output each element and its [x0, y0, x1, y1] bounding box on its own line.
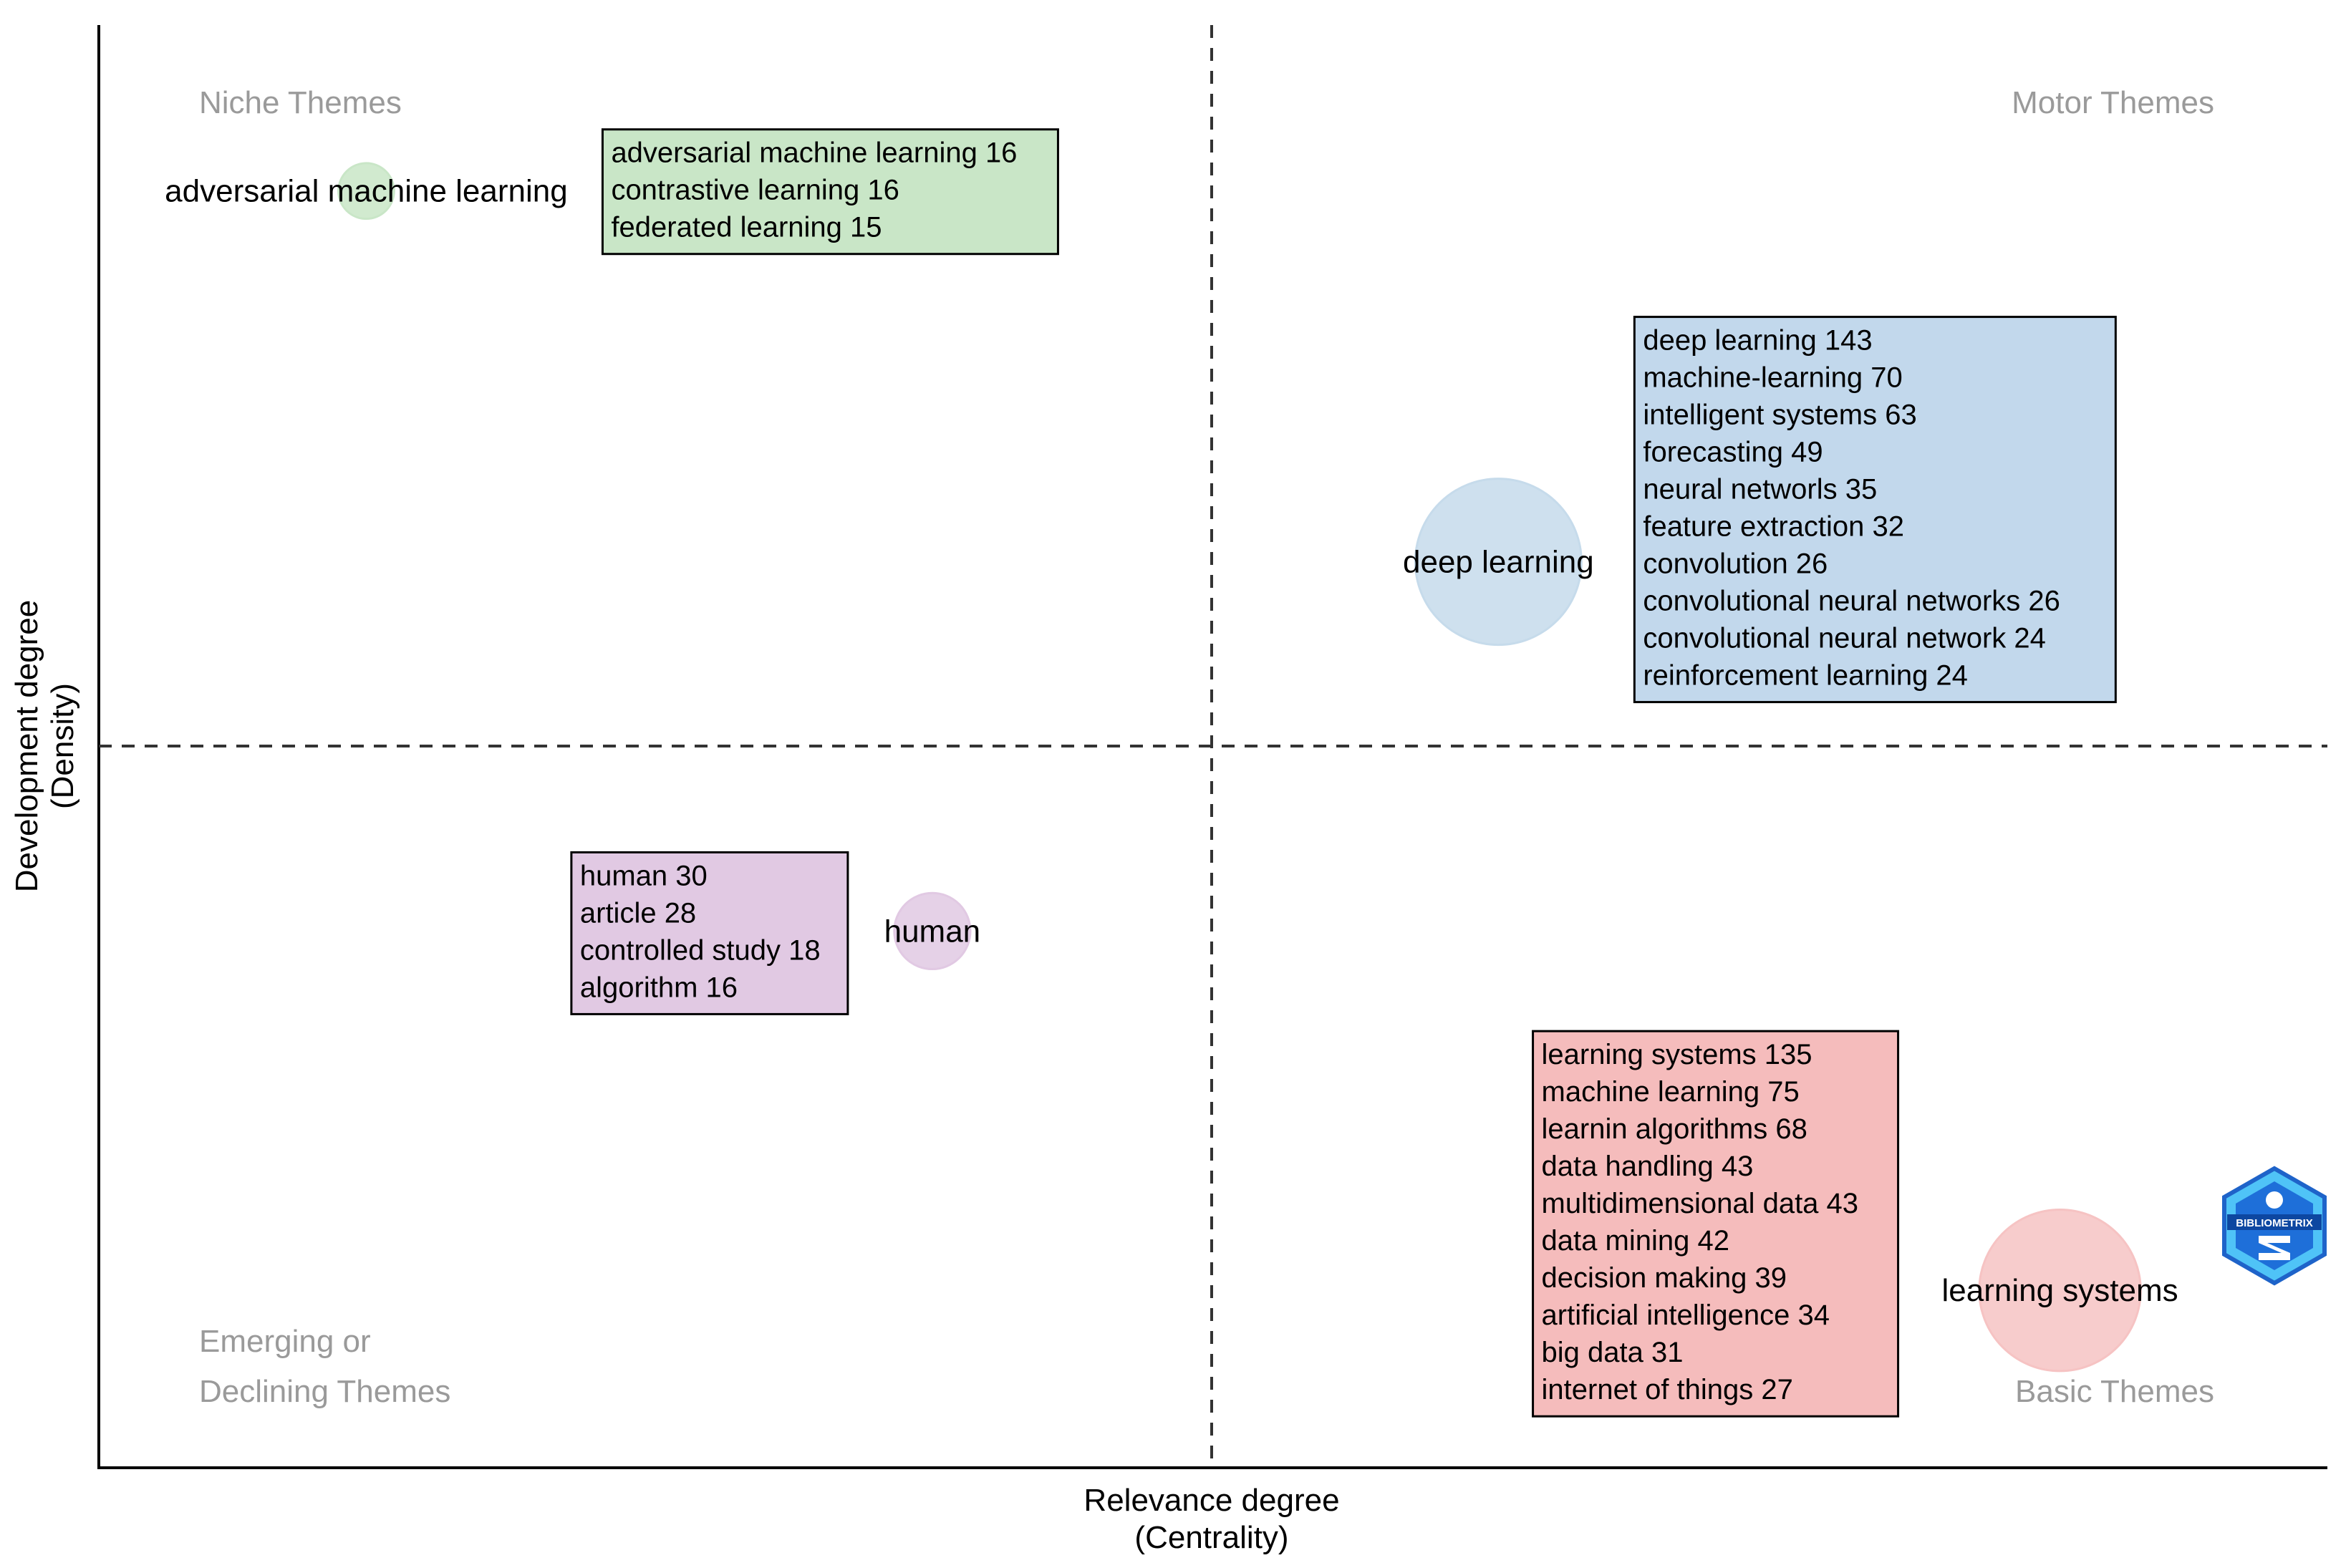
- cluster-word-item: deep learning 143: [1643, 325, 1872, 357]
- cluster-word-item: learning systems 135: [1542, 1039, 1812, 1070]
- cluster-word-item: convolution 26: [1643, 548, 1828, 580]
- cluster-word-item: decision making 39: [1542, 1262, 1787, 1294]
- cluster-bubble: [337, 162, 395, 221]
- cluster-word-item: convolutional neural network 24: [1643, 623, 2046, 654]
- cluster-label: human: [884, 914, 981, 949]
- cluster-word-item: machine-learning 70: [1643, 362, 1902, 394]
- cluster-word-item: internet of things 27: [1542, 1374, 1793, 1405]
- cluster-word-item: human 30: [580, 860, 708, 891]
- logo-banner: [2227, 1214, 2322, 1230]
- quadrant-label-emerging-line2: Declining Themes: [199, 1374, 450, 1409]
- cluster-bubble: [893, 891, 972, 971]
- cluster-word-item: artificial intelligence 34: [1542, 1300, 1830, 1331]
- cluster-label: adversarial machine learning: [165, 174, 568, 209]
- bibliometrix-logo: BIBLIOMETRIX: [2222, 1166, 2327, 1286]
- cluster-word-item: controlled study 18: [580, 934, 821, 966]
- cluster-word-item: learnin algorithms 68: [1542, 1113, 1807, 1145]
- quadrant-label-emerging-line1: Emerging or: [199, 1324, 371, 1359]
- cluster-word-item: data mining 42: [1542, 1225, 1729, 1257]
- cluster-word-item: convolutional neural networks 26: [1643, 586, 2060, 617]
- cluster-word-item: forecasting 49: [1643, 437, 1823, 468]
- cluster-word-item: data handling 43: [1542, 1151, 1754, 1182]
- x-axis-title-line1: Relevance degree: [1083, 1483, 1339, 1518]
- cluster-word-box: [570, 851, 849, 1015]
- cluster-word-item: big data 31: [1542, 1337, 1684, 1368]
- y-axis-title-line1: Development degree: [9, 600, 44, 892]
- cluster-word-item: contrastive learning 16: [611, 175, 899, 206]
- cluster-word-box: [1532, 1030, 1900, 1418]
- cluster-word-box: [601, 128, 1059, 256]
- cluster-word-item: algorithm 16: [580, 972, 738, 1003]
- cluster-label: learning systems: [1941, 1273, 2178, 1308]
- cluster-adversarial-machine-learning: adversarial machine learning 16 contrasti…: [165, 128, 1059, 256]
- quadrant-label-motor: Motor Themes: [2012, 85, 2214, 120]
- cluster-word-item: feature extraction 32: [1643, 511, 1904, 543]
- cluster-word-item: adversarial machine learning 16: [611, 137, 1017, 169]
- cluster-word-item: multidimensional data 43: [1542, 1188, 1858, 1219]
- logo-text: BIBLIOMETRIX: [2236, 1217, 2313, 1229]
- cluster-human: human 30 article 28 controlled study 18 alg…: [570, 851, 981, 1015]
- cluster-word-item: intelligent systems 63: [1643, 400, 1916, 431]
- cluster-word-item: federated learning 15: [611, 212, 882, 243]
- cluster-learning-systems: learning systems 135 machine learning 75 l…: [1532, 1030, 2178, 1418]
- x-axis-title-line2: (Centrality): [1134, 1520, 1288, 1555]
- logo-dot-icon: [2266, 1191, 2283, 1209]
- cluster-bubble: [1978, 1208, 2142, 1373]
- cluster-word-item: reinforcement learning 24: [1643, 660, 1968, 692]
- quadrant-label-niche: Niche Themes: [199, 85, 402, 120]
- cluster-label: deep learning: [1403, 545, 1594, 580]
- cluster-word-box: [1633, 316, 2117, 704]
- y-axis-title-line2: (Density): [45, 683, 80, 809]
- cluster-deep-learning: deep learning 143 machine-learning 70 inte…: [1403, 316, 2117, 704]
- cluster-word-item: machine learning 75: [1542, 1076, 1800, 1108]
- cluster-word-item: article 28: [580, 897, 696, 929]
- cluster-word-item: neural networls 35: [1643, 474, 1877, 505]
- cluster-group: adversarial machine learning 16 contrasti…: [165, 128, 2178, 1418]
- logo-mark-icon: [2259, 1236, 2290, 1260]
- cluster-bubble: [1414, 478, 1583, 647]
- quadrant-label-basic: Basic Themes: [2015, 1374, 2214, 1409]
